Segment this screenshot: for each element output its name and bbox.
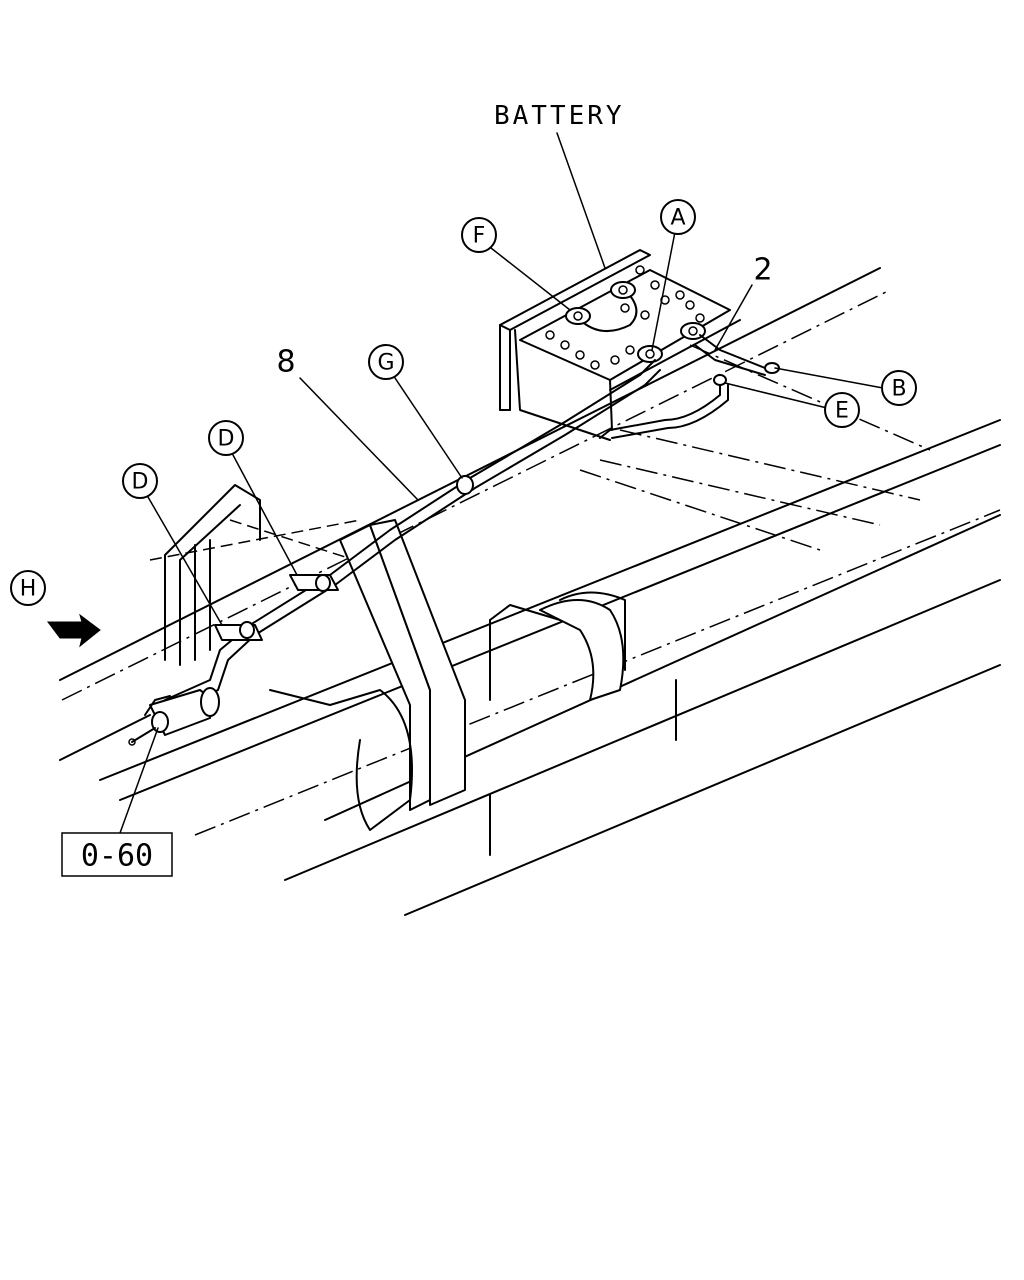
reference-box: 0-60 [61, 832, 173, 877]
callout-e: E [824, 392, 860, 428]
starter-motor [128, 687, 220, 746]
view-arrow-h-icon [47, 613, 101, 648]
leader-lines [119, 132, 884, 834]
leader-ref [119, 727, 159, 834]
part-number-2: 2 [753, 253, 772, 288]
svg-text:F: F [473, 224, 486, 249]
leader-8 [299, 377, 419, 501]
frame-rails [59, 267, 1001, 916]
callout-d-lower: D [122, 463, 158, 499]
cross-members [149, 344, 931, 566]
callout-h: H [10, 570, 46, 606]
svg-text:G: G [377, 351, 394, 376]
svg-text:E: E [835, 399, 849, 424]
leader-d-upper [232, 454, 298, 576]
leader-g [394, 377, 463, 479]
leader-f [490, 247, 571, 311]
leader-b [774, 367, 884, 389]
jumper-cable [577, 289, 638, 333]
battery-label: BATTERY [494, 101, 625, 131]
reference-label: 0-60 [81, 839, 153, 874]
leader-a [651, 231, 676, 351]
svg-text:A: A [670, 206, 685, 231]
callout-d-upper: D [208, 420, 244, 456]
clip-d-lower [214, 624, 263, 641]
leader-d-lower [147, 496, 223, 626]
callout-b: B [881, 370, 917, 406]
callout-f: F [461, 217, 497, 253]
terminal-a [637, 345, 663, 363]
battery-box [499, 249, 741, 441]
cable-8 [164, 359, 729, 713]
leader-e [724, 382, 828, 409]
svg-text:D: D [132, 470, 149, 495]
terminal-f [565, 307, 591, 325]
part-number-8: 8 [276, 345, 295, 380]
terminal-e [713, 374, 727, 386]
cable-2 [694, 334, 780, 376]
callout-a: A [660, 199, 696, 235]
battery-vent-holes [545, 265, 705, 370]
cross-bracket [164, 484, 466, 811]
svg-text:D: D [218, 427, 235, 452]
leader-2 [714, 284, 753, 351]
leader-battery [556, 132, 606, 269]
grommet-g [456, 475, 474, 495]
svg-text:H: H [20, 577, 37, 602]
tank [269, 591, 626, 831]
callout-g: G [368, 344, 404, 380]
svg-text:B: B [891, 377, 906, 402]
